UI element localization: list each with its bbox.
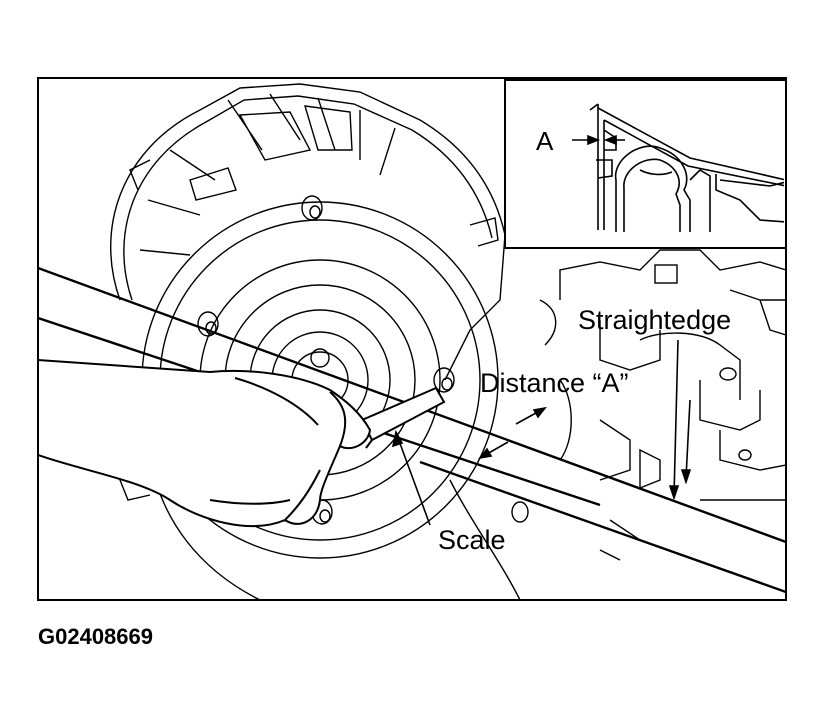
hand-illustration <box>38 358 372 528</box>
distance-a-label: Distance “A” <box>480 368 629 398</box>
straightedge-label: Straightedge <box>578 305 732 335</box>
valve-body <box>539 249 786 561</box>
housing-slot <box>189 167 237 201</box>
bellhousing-outline <box>110 83 506 381</box>
housing-pockets <box>238 105 353 161</box>
converter-studs <box>197 195 529 525</box>
figure-code: G02408669 <box>38 624 153 649</box>
leader-lines <box>391 339 692 526</box>
inset-a-label: A <box>536 126 554 156</box>
bellhousing-inner-outline <box>123 95 493 301</box>
converter-pilot <box>310 348 330 368</box>
scale-label: Scale <box>438 525 506 555</box>
inset-detail-frame <box>504 79 787 249</box>
inset-detail-drawing <box>572 103 784 232</box>
